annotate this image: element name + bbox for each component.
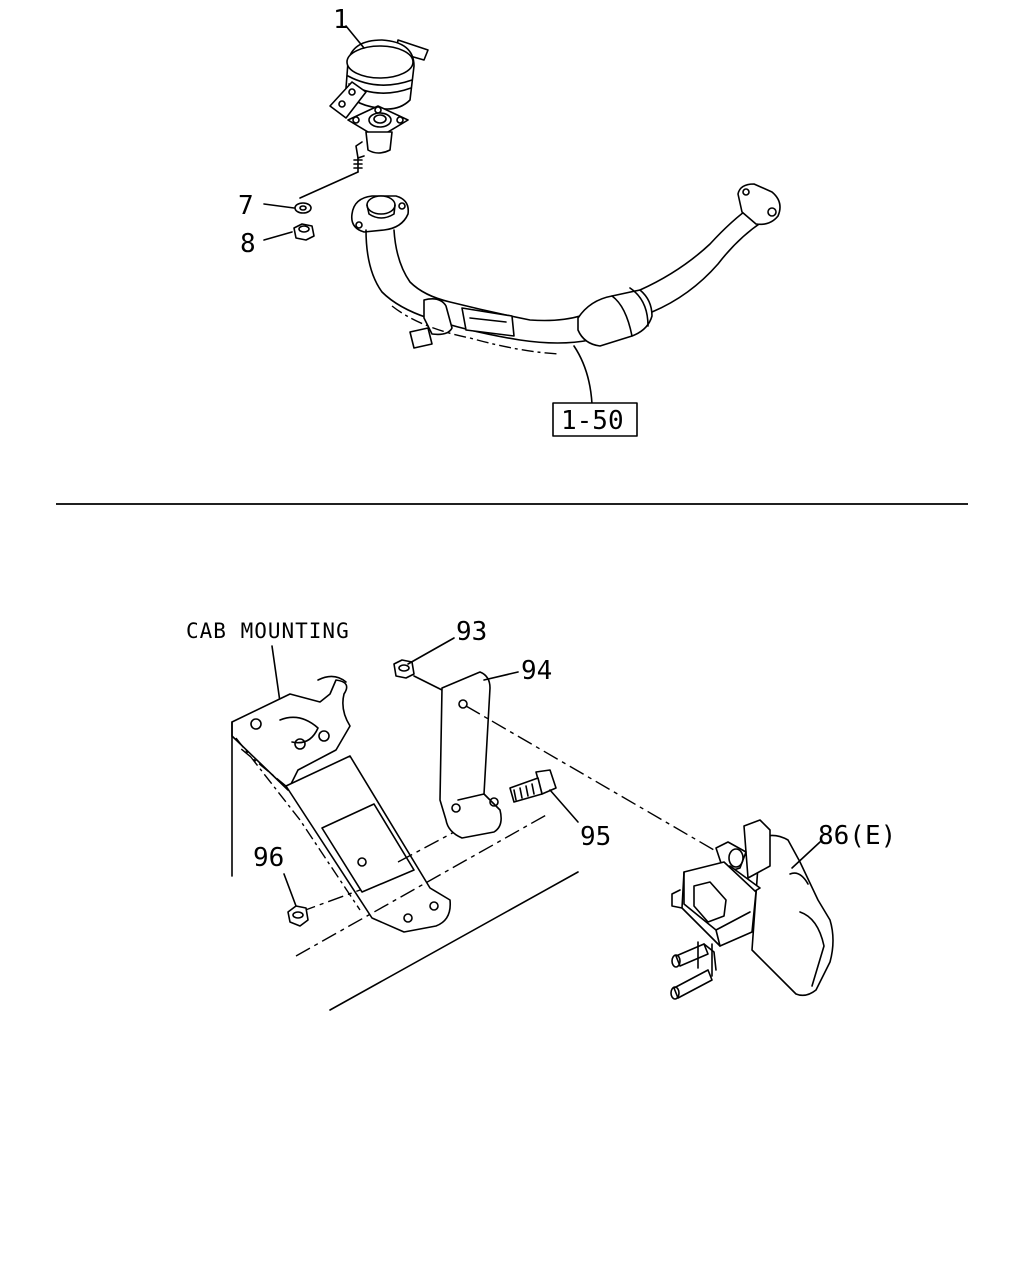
nut-axis-line <box>299 889 361 913</box>
cab-mounting-label: CAB MOUNTING <box>186 619 350 643</box>
label-1: 1 <box>333 5 349 35</box>
frame-line-lower <box>329 871 579 1011</box>
hole-axis-line <box>397 829 459 863</box>
frame-line-upper <box>295 813 549 957</box>
label-7: 7 <box>238 191 254 221</box>
bracket-94-part <box>439 671 502 839</box>
label-1-50: 1-50 <box>561 406 624 436</box>
label-86e: 86(E) <box>818 821 896 851</box>
label-95: 95 <box>580 822 611 852</box>
cab-mounting-bracket <box>231 675 452 933</box>
label-96: 96 <box>253 843 284 873</box>
washer-part <box>294 202 312 214</box>
label-93: 93 <box>456 617 487 647</box>
valve-part <box>299 39 429 199</box>
bottom-section: CAB MOUNTING <box>186 617 896 1011</box>
label-8: 8 <box>240 229 256 259</box>
top-section: 1 7 8 1-50 <box>238 5 781 437</box>
exhaust-pipe <box>350 183 781 405</box>
bolt-95-part <box>509 769 579 823</box>
pipe-ref-box <box>552 402 638 437</box>
nut-part <box>293 223 315 241</box>
nut-96-part <box>283 873 309 927</box>
unit-86-part <box>670 819 834 1000</box>
label-94: 94 <box>521 656 552 686</box>
mount-axis-line <box>465 705 715 851</box>
nut-93-part <box>393 659 443 691</box>
